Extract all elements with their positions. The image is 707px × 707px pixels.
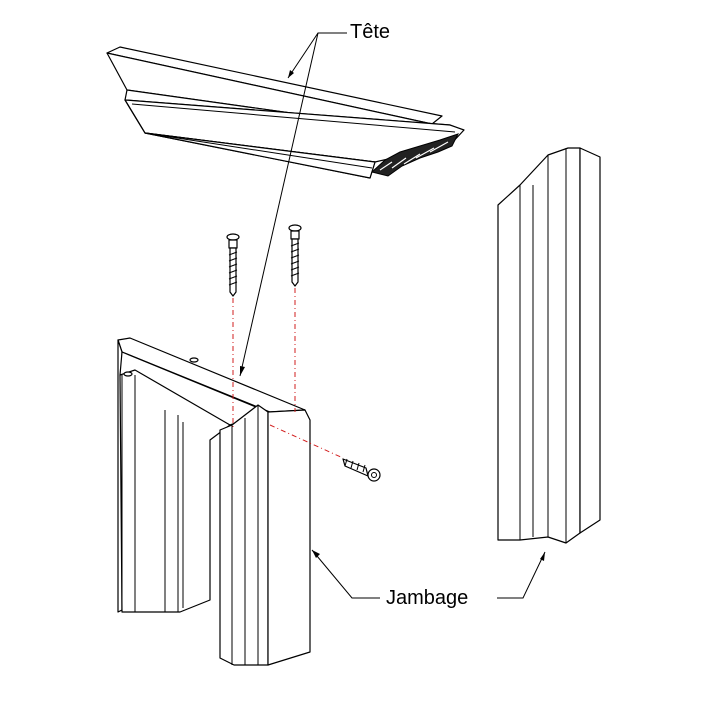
- screw-vertical-1: [226, 233, 240, 297]
- assembly-centerlines: [232, 288, 344, 459]
- left-jamb-assembly: [117, 337, 311, 666]
- head-molding: [106, 46, 465, 179]
- screw-vertical-2: [288, 224, 302, 287]
- head-label: Tête: [350, 21, 391, 43]
- right-jamb: [497, 147, 601, 544]
- leader-lines: [239, 32, 546, 599]
- screw-horizontal: [342, 458, 381, 482]
- jamb-label: Jambage: [386, 587, 469, 609]
